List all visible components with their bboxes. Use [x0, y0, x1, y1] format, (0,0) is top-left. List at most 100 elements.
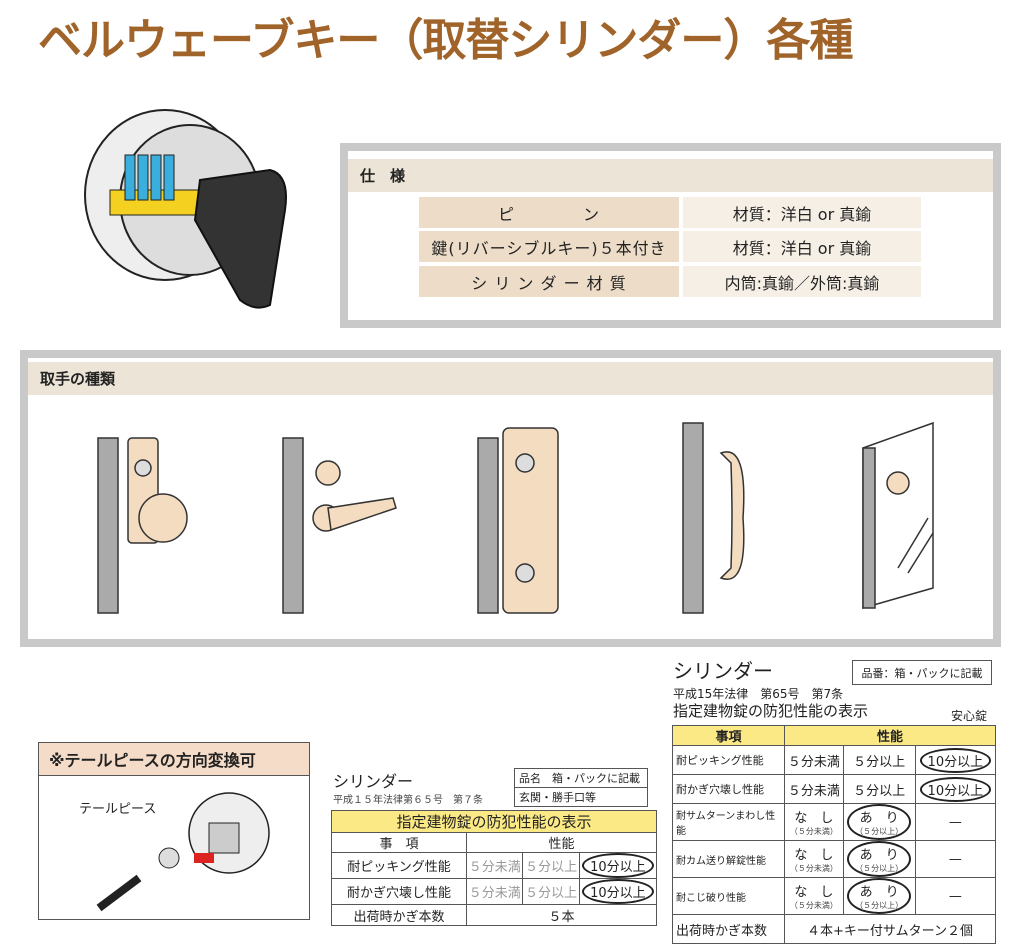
- text: あ り（５分以上）: [847, 841, 912, 877]
- table-row: 耐こじ破り性能な し（５分未満）あ り（５分以上）—: [672, 877, 997, 915]
- spec-row: 鍵(リバーシブルキー)５本付き材質：洋白 or 真鍮: [419, 231, 921, 262]
- table-cell: 耐こじ破り性能: [672, 877, 785, 915]
- table-row: 耐カム送り解錠性能な し（５分未満）あ り（５分以上）—: [672, 840, 997, 878]
- table-cell: —: [914, 803, 997, 841]
- text: （５分以上）: [855, 864, 904, 873]
- table-cell: 10分以上: [914, 745, 997, 775]
- table-cell: 事 項: [331, 832, 467, 853]
- text: （５分未満）: [789, 901, 838, 910]
- right-law: 平成15年法律 第65号 第7条: [673, 687, 844, 701]
- handles-panel: 取手の種類: [20, 350, 1001, 647]
- text: あ り: [859, 848, 899, 863]
- right-caption: 指定建物錠の防犯性能の表示: [673, 702, 869, 720]
- table-cell: —: [914, 877, 997, 915]
- table-cell: あ り（５分以上）: [842, 840, 916, 878]
- table-cell: ５分未満: [784, 774, 844, 804]
- table-cell: ５分以上: [522, 878, 580, 905]
- text: （５分未満）: [789, 864, 838, 873]
- right-info: 品番：箱・パックに記載: [852, 660, 992, 685]
- spec-panel: 仕 様 ピ ン材質：洋白 or 真鍮 鍵(リバーシブルキー)５本付き材質：洋白 …: [340, 143, 1001, 328]
- table-cell: 10分以上: [578, 852, 658, 879]
- tailpiece-illustration: [96, 792, 270, 912]
- cylinder-key-illustration: [84, 109, 287, 309]
- text: （５分以上）: [855, 827, 904, 836]
- tailpiece-label: テールピース: [79, 802, 157, 817]
- text: 10分以上: [582, 853, 654, 878]
- table-part: 事 項性能: [331, 832, 657, 853]
- mid-info1: 品名 箱・パックに記載: [515, 769, 647, 788]
- tailpiece-heading: ※テールピースの方向変換可: [39, 743, 309, 776]
- text: ピ ン: [419, 197, 679, 228]
- text: 10分以上: [919, 747, 992, 773]
- table-cell: 耐カム送り解錠性能: [672, 840, 785, 878]
- mid-info2: 玄関・勝手口等: [519, 791, 596, 804]
- table-cell: 事項: [672, 725, 785, 746]
- table-row: 耐サムターンまわし性能な し（５分未満）あ り（５分以上）—: [672, 803, 997, 841]
- table-cell: 耐かぎ穴壊し性能: [331, 878, 467, 905]
- text: な し: [794, 811, 834, 826]
- spec-row: シ リ ン ダ ー 材 質内筒:真鍮／外筒:真鍮: [419, 266, 921, 297]
- spec-heading: 仕 様: [348, 159, 993, 192]
- page-title: ベルウェーブキー（取替シリンダー）各種: [38, 15, 853, 66]
- table-cell: 出荷時かぎ本数: [331, 904, 467, 926]
- table-cell: 性能: [784, 725, 996, 746]
- table-cell: ５分未満: [784, 745, 844, 775]
- table-cell: 耐ピッキング性能: [331, 852, 467, 879]
- text: あ り（５分以上）: [847, 804, 912, 840]
- text: 鍵(リバーシブルキー)５本付き: [419, 231, 679, 262]
- table-cell: 性能: [466, 832, 657, 853]
- table-part: 指定建物錠の防犯性能の表示: [331, 810, 657, 833]
- table-cell: 出荷時かぎ本数: [672, 914, 785, 944]
- table-cell: ５分以上: [842, 774, 916, 804]
- right-type: 安心錠: [951, 709, 988, 723]
- text: 10分以上: [582, 879, 654, 904]
- table-cell: 指定建物錠の防犯性能の表示: [331, 810, 657, 833]
- table-cell: な し（５分未満）: [784, 877, 844, 915]
- text: 品名 箱・パックに記載 玄関・勝手口等: [514, 768, 648, 807]
- mid-title: シリンダー: [333, 772, 414, 791]
- text: 材質：洋白 or 真鍮: [683, 197, 921, 228]
- table-cell: ４本+キー付サムターン２個: [784, 914, 996, 944]
- handles-heading: 取手の種類: [28, 362, 993, 395]
- table-cell: ５分以上: [522, 852, 580, 879]
- table-cell: 耐かぎ穴壊し性能: [672, 774, 785, 804]
- text: 10分以上: [919, 776, 992, 802]
- table-cell: ５分未満: [465, 878, 524, 905]
- handle-types-illustration: [97, 421, 934, 614]
- tailpiece-panel: ※テールピースの方向変換可 テールピース: [38, 742, 310, 920]
- table-cell: ５分以上: [842, 745, 916, 775]
- text: 内筒:真鍮／外筒:真鍮: [683, 266, 921, 297]
- text: あ り: [859, 811, 899, 826]
- table-cell: 耐ピッキング性能: [672, 745, 785, 775]
- spec-row: ピ ン材質：洋白 or 真鍮: [419, 197, 921, 228]
- mid-law: 平成１５年法律第６５号 第７条: [333, 795, 483, 806]
- text: あ り: [859, 885, 899, 900]
- table-cell: な し（５分未満）: [784, 840, 844, 878]
- table-cell: あ り（５分以上）: [842, 803, 916, 841]
- text: な し: [794, 885, 834, 900]
- table-cell: な し（５分未満）: [784, 803, 844, 841]
- text: 材質：洋白 or 真鍮: [683, 231, 921, 262]
- text: （５分未満）: [789, 827, 838, 836]
- text: な し: [794, 848, 834, 863]
- right-title: シリンダー: [673, 659, 773, 683]
- table-cell: 10分以上: [914, 774, 997, 804]
- table-cell: ５分未満: [465, 852, 524, 879]
- table-cell: 耐サムターンまわし性能: [672, 803, 785, 841]
- text: （５分以上）: [855, 901, 904, 910]
- table-cell: 10分以上: [578, 878, 658, 905]
- table-part: 事項性能: [672, 725, 996, 746]
- table-cell: あ り（５分以上）: [842, 877, 916, 915]
- text: あ り（５分以上）: [847, 878, 912, 914]
- table-cell: —: [914, 840, 997, 878]
- table-cell: ５本: [466, 904, 657, 926]
- text: シ リ ン ダ ー 材 質: [419, 266, 679, 297]
